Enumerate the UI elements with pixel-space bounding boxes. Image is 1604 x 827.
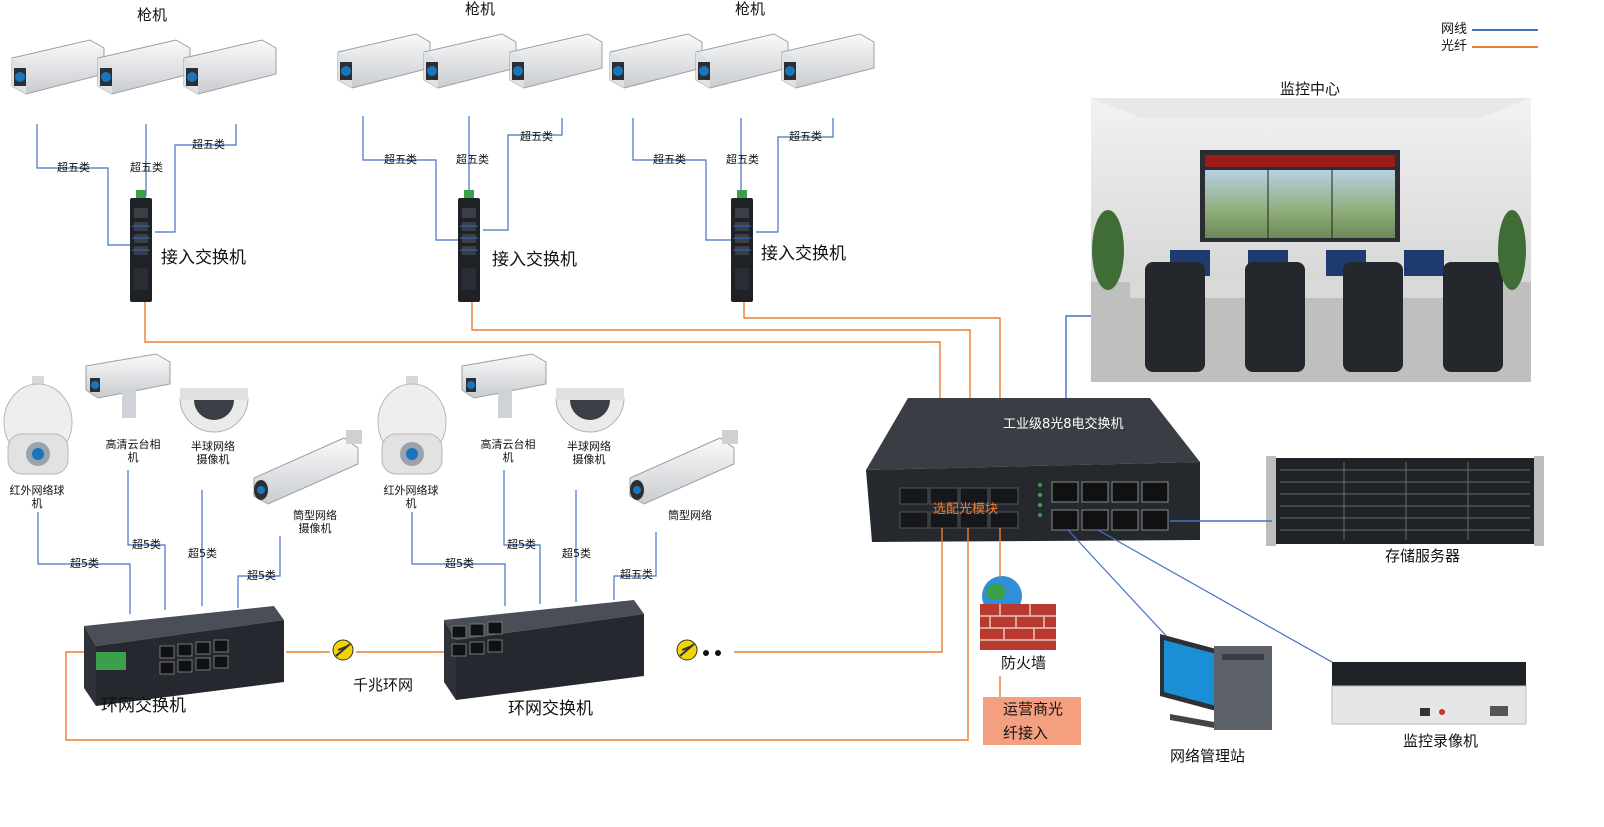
- bullet-camera: [781, 33, 875, 89]
- access-switch: [129, 189, 153, 303]
- cable-label: 超五类: [789, 130, 822, 143]
- ring-link-marker: [676, 639, 721, 661]
- bullet-camera: [609, 33, 703, 89]
- half-dome-camera: [555, 387, 625, 433]
- bullet-camera: [11, 39, 105, 95]
- bullet-camera: [97, 39, 191, 95]
- bullet-camera: [509, 33, 603, 89]
- ring-switch: [84, 606, 284, 706]
- ring-switch: [444, 600, 644, 700]
- firewall-icon: [980, 576, 1056, 650]
- optical-module-label: 选配光模块: [933, 502, 999, 517]
- ir-dome-camera: [3, 375, 73, 475]
- cable-label: 超五类: [726, 153, 759, 166]
- isp-line1: 运营商光: [1003, 700, 1064, 718]
- ptz-camera: [85, 353, 171, 419]
- cable-label: 超五类: [384, 153, 417, 166]
- access-switch: [457, 189, 481, 303]
- management-station: [1160, 634, 1272, 730]
- cable-label: 超5类: [132, 538, 161, 551]
- camera-label: 半球网络摄像机: [567, 440, 611, 466]
- storage-server: [1266, 456, 1544, 546]
- access-switch: [730, 189, 754, 303]
- tube-camera: [629, 429, 739, 505]
- bullet-camera: [337, 33, 431, 89]
- cable-label: 超5类: [507, 538, 536, 551]
- core-switch: [866, 398, 1200, 542]
- camera-label: 筒型网络摄像机: [293, 509, 337, 535]
- cable-label: 超五类: [57, 161, 90, 174]
- ptz-camera: [461, 353, 547, 419]
- management-station-label: 网络管理站: [1170, 747, 1246, 765]
- group-title: 枪机: [465, 0, 496, 18]
- isp-line2: 纤接入: [1003, 724, 1049, 742]
- access-switch-label: 接入交换机: [761, 244, 846, 264]
- isp-fiber-access: 运营商光 纤接入: [983, 697, 1081, 745]
- cable-label: 超5类: [70, 557, 99, 570]
- firewall-label: 防火墙: [1001, 654, 1047, 672]
- camera-label: 红外网络球机: [9, 484, 65, 510]
- gigabit-ring-label: 千兆环网: [353, 676, 414, 694]
- group-title: 枪机: [137, 6, 168, 24]
- legend-fiber: 光纤: [1441, 39, 1468, 54]
- access-switch-label: 接入交换机: [492, 250, 577, 270]
- storage-server-label: 存储服务器: [1385, 547, 1461, 565]
- legend-network: 网线: [1441, 22, 1468, 37]
- nvr-label: 监控录像机: [1403, 732, 1479, 750]
- ring-switch-label: 环网交换机: [508, 699, 593, 719]
- cable-label: 超五类: [130, 161, 163, 174]
- core-switch-label: 工业级8光8电交换机: [1003, 417, 1124, 432]
- cable-label: 超5类: [445, 557, 474, 570]
- cable-label: 超5类: [247, 569, 276, 582]
- half-dome-camera: [179, 387, 249, 433]
- cable-label: 超五类: [456, 153, 489, 166]
- monitoring-center-label: 监控中心: [1280, 80, 1341, 98]
- cable-label: 超五类: [653, 153, 686, 166]
- camera-label: 筒型网络: [668, 509, 712, 522]
- bullet-camera: [695, 33, 789, 89]
- bullet-camera: [423, 33, 517, 89]
- cable-label: 超五类: [520, 130, 553, 143]
- monitoring-center-photo: [1091, 98, 1531, 382]
- access-switch-label: 接入交换机: [161, 248, 246, 268]
- cable-label: 超5类: [188, 547, 217, 560]
- bullet-camera: [183, 39, 277, 95]
- tube-camera: [253, 429, 363, 505]
- ir-dome-camera: [377, 375, 447, 475]
- cable-label: 超5类: [562, 547, 591, 560]
- cable-label: 超五类: [620, 568, 653, 581]
- camera-label: 高清云台相机: [480, 438, 536, 464]
- group-title: 枪机: [735, 0, 766, 18]
- ring-link-marker: [332, 639, 354, 661]
- nvr-recorder: [1331, 662, 1527, 725]
- cable-label: 超五类: [192, 138, 225, 151]
- camera-label: 高清云台相机: [105, 438, 161, 464]
- ring-switch-label: 环网交换机: [101, 696, 186, 716]
- camera-label: 红外网络球机: [383, 484, 439, 510]
- camera-label: 半球网络摄像机: [191, 440, 235, 466]
